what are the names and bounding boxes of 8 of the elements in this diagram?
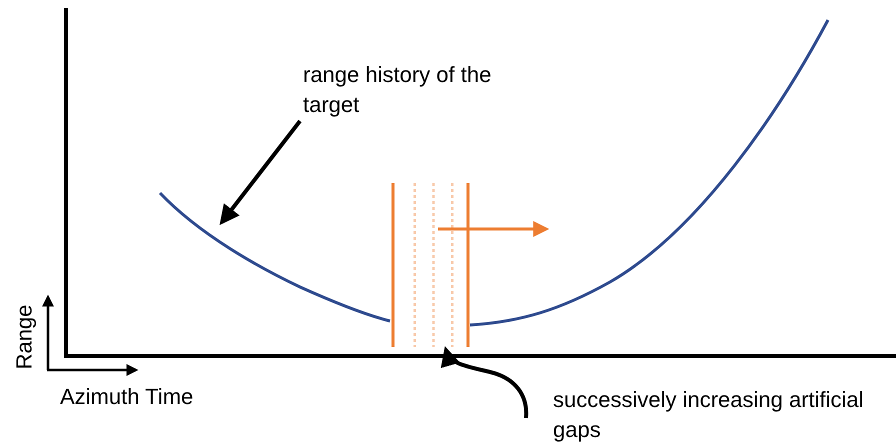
axis-label: Azimuth Time	[60, 383, 194, 411]
annotation-text: range history of the target	[303, 60, 553, 120]
annotation-text: successively increasing artificial gaps	[553, 385, 873, 445]
gap-lines	[392, 183, 550, 347]
leader-arrow	[442, 346, 528, 418]
axis-label: Range	[10, 304, 38, 370]
leader-arrow	[220, 120, 302, 226]
range-curve	[158, 18, 830, 326]
